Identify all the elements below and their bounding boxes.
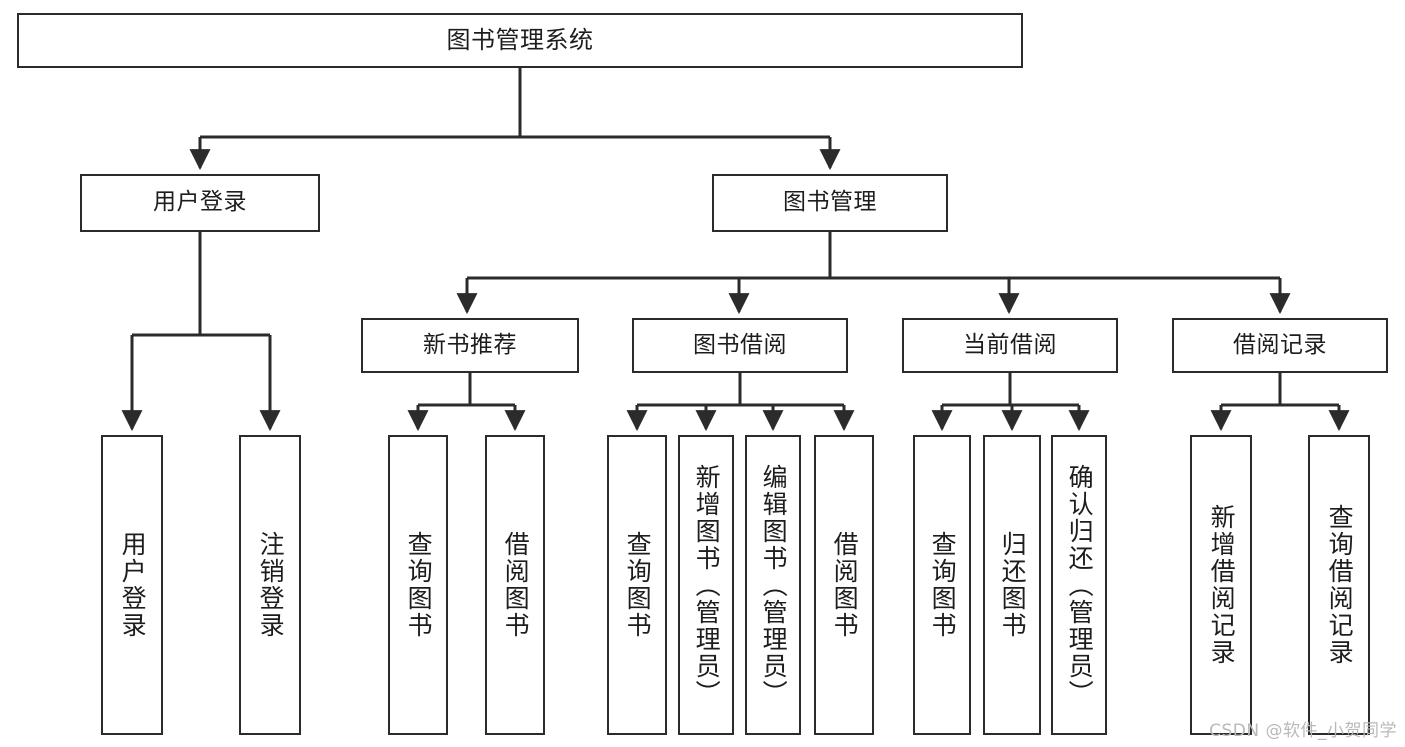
csdn-watermark: CSDN @软件_小贺同学: [1209, 721, 1397, 741]
node-leaf-add-record[interactable]: 新增借阅记录: [1190, 435, 1252, 735]
node-leaf-return-book-label: 归还图书: [998, 531, 1028, 639]
node-leaf-logout-label: 注销登录: [256, 531, 286, 639]
node-root[interactable]: 图书管理系统: [17, 13, 1023, 68]
node-borrow-record[interactable]: 借阅记录: [1172, 318, 1388, 373]
node-leaf-query-record[interactable]: 查询借阅记录: [1308, 435, 1370, 735]
node-new-book-recommend-label: 新书推荐: [423, 331, 517, 358]
node-leaf-edit-book-label: 编辑图书（管理员）: [759, 463, 789, 707]
node-user-login[interactable]: 用户登录: [80, 174, 320, 232]
node-leaf-borrow-book-2-label: 借阅图书: [830, 531, 860, 639]
node-leaf-user-login-label: 用户登录: [118, 531, 148, 639]
node-leaf-add-book-label: 新增图书（管理员）: [692, 463, 722, 707]
node-user-login-label: 用户登录: [153, 189, 247, 216]
node-leaf-user-login[interactable]: 用户登录: [101, 435, 163, 735]
node-leaf-logout[interactable]: 注销登录: [239, 435, 301, 735]
node-leaf-add-book[interactable]: 新增图书（管理员）: [678, 435, 734, 735]
node-leaf-borrow-book-2[interactable]: 借阅图书: [814, 435, 874, 735]
node-leaf-edit-book[interactable]: 编辑图书（管理员）: [745, 435, 801, 735]
node-book-manage[interactable]: 图书管理: [712, 174, 948, 232]
node-root-label: 图书管理系统: [446, 26, 594, 55]
node-book-manage-label: 图书管理: [783, 189, 877, 216]
node-leaf-return-book[interactable]: 归还图书: [983, 435, 1041, 735]
node-leaf-query-book-1-label: 查询图书: [404, 531, 434, 639]
node-leaf-query-record-label: 查询借阅记录: [1325, 504, 1355, 666]
node-current-borrow[interactable]: 当前借阅: [902, 318, 1118, 373]
node-leaf-query-book-3-label: 查询图书: [928, 531, 958, 639]
node-new-book-recommend[interactable]: 新书推荐: [361, 318, 579, 373]
node-current-borrow-label: 当前借阅: [963, 331, 1057, 358]
node-leaf-borrow-book-1[interactable]: 借阅图书: [485, 435, 545, 735]
node-leaf-query-book-2[interactable]: 查询图书: [607, 435, 667, 735]
node-leaf-confirm-return[interactable]: 确认归还（管理员）: [1051, 435, 1107, 735]
node-borrow-record-label: 借阅记录: [1233, 331, 1327, 358]
node-leaf-query-book-1[interactable]: 查询图书: [388, 435, 448, 735]
node-leaf-query-book-3[interactable]: 查询图书: [913, 435, 971, 735]
node-leaf-add-record-label: 新增借阅记录: [1207, 504, 1237, 666]
node-book-borrow[interactable]: 图书借阅: [632, 318, 848, 373]
node-leaf-borrow-book-1-label: 借阅图书: [501, 531, 531, 639]
node-leaf-query-book-2-label: 查询图书: [623, 531, 653, 639]
node-leaf-confirm-return-label: 确认归还（管理员）: [1065, 463, 1095, 707]
node-book-borrow-label: 图书借阅: [693, 331, 787, 358]
